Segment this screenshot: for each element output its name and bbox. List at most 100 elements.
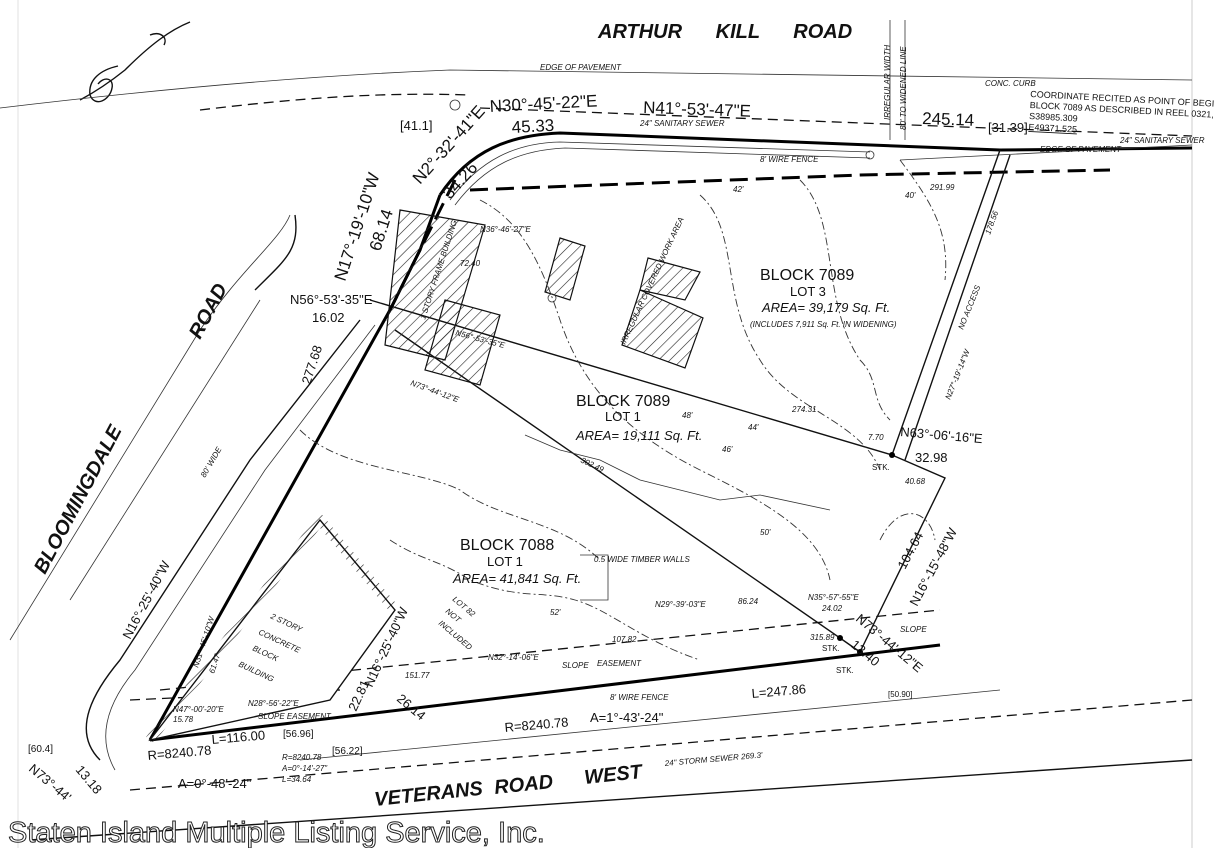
bearing: N47°-00'-20"E — [173, 705, 224, 714]
lot-block-7088-lot-1: BLOCK 7088 LOT 1 AREA= 41,841 Sq. Ft. — [452, 537, 581, 586]
bearing: N27°-19'-14"W — [944, 347, 973, 401]
veterans-road-label: ROAD — [493, 771, 554, 799]
distance: 24.02 — [821, 604, 843, 613]
bearing: N28°-56'-22"E — [248, 699, 299, 708]
distance: 13.18 — [73, 762, 105, 797]
distance: [31.39] — [988, 120, 1028, 135]
distance: 7.70 — [868, 433, 884, 442]
radius: R=8240.78 — [504, 714, 569, 735]
arc-angle: A=0°-14'-27" — [281, 764, 328, 773]
radius: R=8240.78 — [282, 753, 322, 762]
block-label: BLOCK 7089 — [576, 393, 670, 410]
contour-label: 46' — [722, 445, 733, 454]
stake-label: STK. — [822, 644, 840, 653]
arc-length: L=247.86 — [751, 681, 807, 701]
area-label: AREA= 39,179 Sq. Ft. — [761, 300, 890, 315]
radius: R=8240.78 — [147, 742, 212, 763]
lot-82-label: INCLUDED — [437, 619, 474, 652]
contour-label: 50' — [760, 528, 771, 537]
structures — [146, 209, 831, 744]
bearing: N56°-53'-35"E — [290, 292, 373, 307]
distance: 22.81 — [345, 677, 372, 713]
elevation: [60.4] — [28, 744, 53, 755]
distance: 315.89 — [810, 633, 835, 642]
bloomingdale-label: BLOOMINGDALE — [30, 421, 127, 577]
sewer-label: 24" SANITARY SEWER — [639, 119, 725, 128]
distance: 274.31 — [791, 405, 816, 414]
lot-label: LOT 1 — [487, 554, 523, 569]
distance: 277.68 — [299, 343, 326, 385]
elevation: [50.90] — [888, 690, 912, 699]
distance: 26.14 — [394, 691, 429, 723]
distance: 291.99 — [929, 183, 955, 192]
bearing: N63°-06'-16"E — [900, 424, 984, 446]
bloomingdale-road-lines — [9, 214, 376, 771]
contour-lines — [299, 159, 947, 661]
elevation: 40.68 — [905, 477, 926, 486]
bearing: N32°-14'-06"E — [488, 653, 539, 662]
distance: 107.82 — [612, 635, 637, 644]
sewer-label: 24" STORM SEWER 269.3' — [663, 750, 763, 768]
lot-label: LOT 3 — [790, 284, 826, 299]
elevation: [56.96] — [283, 729, 314, 740]
bearing: N16°-25'-40"W — [119, 558, 173, 642]
distance: 86.24 — [738, 597, 759, 606]
note-line: S38985.309 — [1029, 111, 1078, 124]
distance: 15.78 — [173, 715, 194, 724]
area-note: (INCLUDES 7,911 Sq. Ft. IN WIDENING) — [750, 320, 897, 329]
distance: 34.26 — [439, 158, 482, 202]
property-boundary — [29, 149, 1193, 841]
distance: 151.77 — [405, 671, 430, 680]
lot-label: LOT 1 — [605, 409, 641, 424]
contour-label: 40' — [905, 191, 916, 200]
note-line: E49371.525 — [1028, 122, 1077, 135]
no-access-label: NO ACCESS — [957, 283, 983, 330]
bearing: N35°-57'-55"E — [808, 593, 859, 602]
bearing: N29°-39'-03"E — [655, 600, 706, 609]
width-label: 80' TO WIDENED LINE — [899, 46, 908, 130]
area-label: AREA= 41,841 Sq. Ft. — [452, 571, 581, 586]
stake-markers — [449, 99, 895, 655]
bearing: N36°-46'-27"E — [480, 225, 531, 234]
contour-label: 42' — [733, 185, 744, 194]
wall-label: 0.5 WIDE TIMBER WALLS — [594, 555, 691, 564]
sewer-label: 24" SANITARY SEWER — [1119, 136, 1205, 145]
fence-label: 8' WIRE FENCE — [760, 155, 819, 164]
bearing: N73°-44'-12"E — [409, 378, 460, 404]
elevation: [56.22] — [332, 746, 363, 757]
distance: 72.40 — [460, 259, 481, 268]
slope-label: SLOPE — [900, 625, 927, 634]
lot-block-7089-lot-3: BLOCK 7089 LOT 3 AREA= 39,179 Sq. Ft. (I… — [750, 267, 897, 329]
distance: 104.64 — [894, 529, 926, 571]
easement-label: SLOPE EASEMENT — [258, 712, 332, 721]
road-width: 80' WIDE — [199, 445, 224, 479]
area-label: AREA= 19,111 Sq. Ft. — [575, 428, 702, 443]
easement-label: EASEMENT — [597, 659, 642, 668]
elevation: [41.1] — [400, 118, 433, 133]
block-label: BLOCK 7089 — [760, 267, 854, 284]
fence-label: 8' WIRE FENCE — [610, 693, 669, 702]
arc-angle: A=0°-48'-24" — [178, 776, 252, 791]
block-label: BLOCK 7088 — [460, 537, 554, 554]
veterans-label: VETERANS — [373, 778, 484, 811]
distance: 16.02 — [312, 310, 345, 325]
arthur-kill-road-label: ARTHUR KILL ROAD — [597, 21, 852, 43]
lot-block-7089-lot-1: BLOCK 7089 LOT 1 AREA= 19,111 Sq. Ft. — [575, 393, 702, 443]
curb-label: CONC. CURB — [985, 79, 1036, 88]
stake-label: STK. — [836, 666, 854, 675]
slope-label: SLOPE — [562, 661, 589, 670]
contour-label: 44' — [748, 423, 759, 432]
width-label: IRREGULAR WIDTH — [883, 45, 892, 120]
watermark: Staten Island Multiple Listing Service, … — [8, 817, 545, 848]
north-arrow-icon — [79, 21, 191, 103]
contour-label: 52' — [550, 608, 561, 617]
arc-angle: A=1°-43'-24" — [590, 710, 664, 725]
pavement-label: EDGE OF PAVEMENT — [540, 63, 622, 72]
bearing: N41°-53'-47"E — [643, 98, 751, 121]
arc-length: L=116.00 — [211, 727, 266, 747]
veterans-west-label: WEST — [583, 761, 645, 789]
bloomingdale-road-label: ROAD — [185, 280, 232, 342]
distance: 245.14 — [922, 109, 975, 130]
distance: 32.98 — [915, 450, 948, 465]
